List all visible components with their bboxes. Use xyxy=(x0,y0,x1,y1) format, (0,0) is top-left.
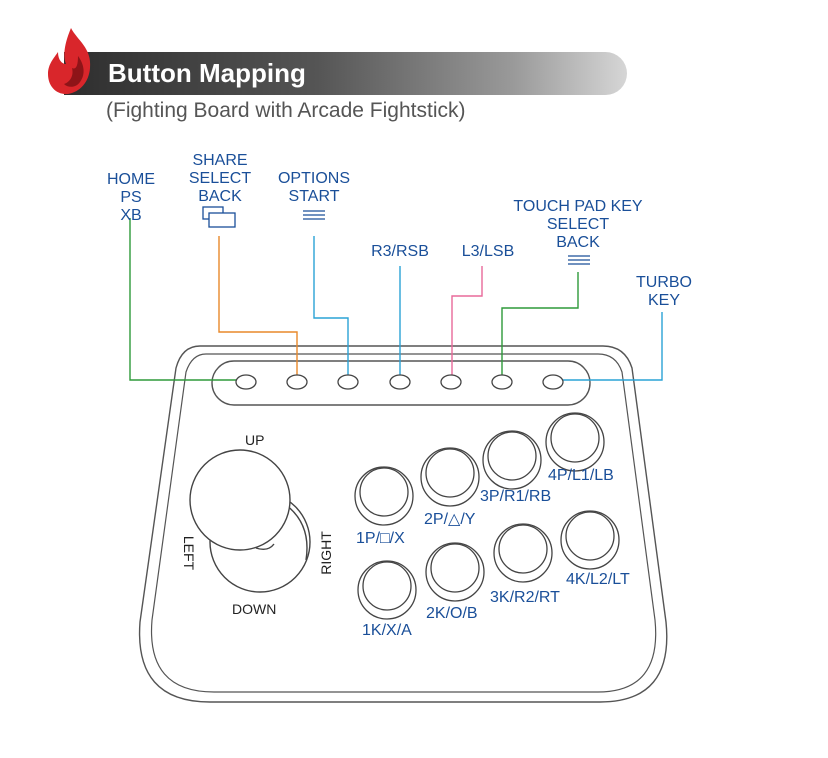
label-home: HOME PS XB xyxy=(100,171,162,225)
label-share: SHARE SELECT BACK xyxy=(184,152,256,206)
label-4p: 4P/L1/LB xyxy=(548,467,614,484)
label-1p: 1P/□/X xyxy=(356,530,405,547)
label-share-line2: SELECT xyxy=(188,170,252,187)
label-l3: L3/LSB xyxy=(461,243,515,260)
touchpad-connector xyxy=(501,272,579,378)
home-button xyxy=(235,374,257,390)
label-share-line3: BACK xyxy=(198,188,242,205)
home-connector xyxy=(129,218,243,381)
label-home-line3: XB xyxy=(120,207,142,224)
joystick-down-label: DOWN xyxy=(232,601,277,617)
joystick-up-label: UP xyxy=(245,432,265,448)
label-turbo: TURBO KEY xyxy=(628,274,700,310)
options-button xyxy=(337,374,359,390)
board-inner-outline xyxy=(150,353,657,693)
action-button-4k xyxy=(560,510,620,570)
label-4k: 4K/L2/LT xyxy=(566,571,630,588)
turbo-connector xyxy=(560,312,663,381)
label-touchpad-line3: BACK xyxy=(556,234,600,251)
label-turbo-line1: TURBO xyxy=(636,274,692,291)
joystick-ball xyxy=(189,449,291,551)
label-options-line2: START xyxy=(288,188,340,205)
l3-button xyxy=(440,374,462,390)
label-touchpad-line1: TOUCH PAD KEY xyxy=(513,198,643,215)
action-button-4p xyxy=(545,412,605,472)
joystick-right-label: RIGHT xyxy=(317,531,334,575)
share-button xyxy=(286,374,308,390)
joystick-left-label: LEFT xyxy=(181,535,198,571)
label-turbo-line2: KEY xyxy=(647,292,680,309)
share-windows-icon xyxy=(202,206,236,228)
options-connector xyxy=(313,236,349,378)
action-button-2p xyxy=(420,447,480,507)
action-button-3k xyxy=(493,523,553,583)
label-touchpad-line2: SELECT xyxy=(546,216,610,233)
label-options-line1: OPTIONS xyxy=(277,170,350,187)
l3-connector xyxy=(451,266,483,378)
label-home-line1: HOME xyxy=(107,171,155,188)
label-options: OPTIONS START xyxy=(270,170,358,206)
label-home-line2: PS xyxy=(120,189,142,206)
action-button-1p xyxy=(354,466,414,526)
label-1k: 1K/X/A xyxy=(362,622,412,639)
touchpad-menu-icon xyxy=(568,255,590,265)
label-2p: 2P/△/Y xyxy=(424,511,476,528)
label-touchpad: TOUCH PAD KEY SELECT BACK xyxy=(508,198,648,252)
action-button-1k xyxy=(357,560,417,620)
joystick xyxy=(189,449,311,593)
turbo-button xyxy=(542,374,564,390)
flame-icon xyxy=(48,28,91,95)
label-2k: 2K/O/B xyxy=(426,605,478,622)
share-connector xyxy=(218,236,298,378)
action-button-2k xyxy=(425,542,485,602)
options-menu-icon xyxy=(303,210,325,220)
r3-button xyxy=(389,374,411,390)
header-bar xyxy=(64,52,627,95)
label-3p: 3P/R1/RB xyxy=(480,488,552,505)
page-title: Button Mapping xyxy=(108,58,306,88)
action-button-3p xyxy=(482,430,542,490)
label-r3: R3/RSB xyxy=(371,243,429,260)
touchpad-button xyxy=(491,374,513,390)
board-outline xyxy=(138,345,668,703)
label-share-line1: SHARE xyxy=(192,152,248,169)
label-3k: 3K/R2/RT xyxy=(490,589,560,606)
page-subtitle: (Fighting Board with Arcade Fightstick) xyxy=(106,99,466,122)
